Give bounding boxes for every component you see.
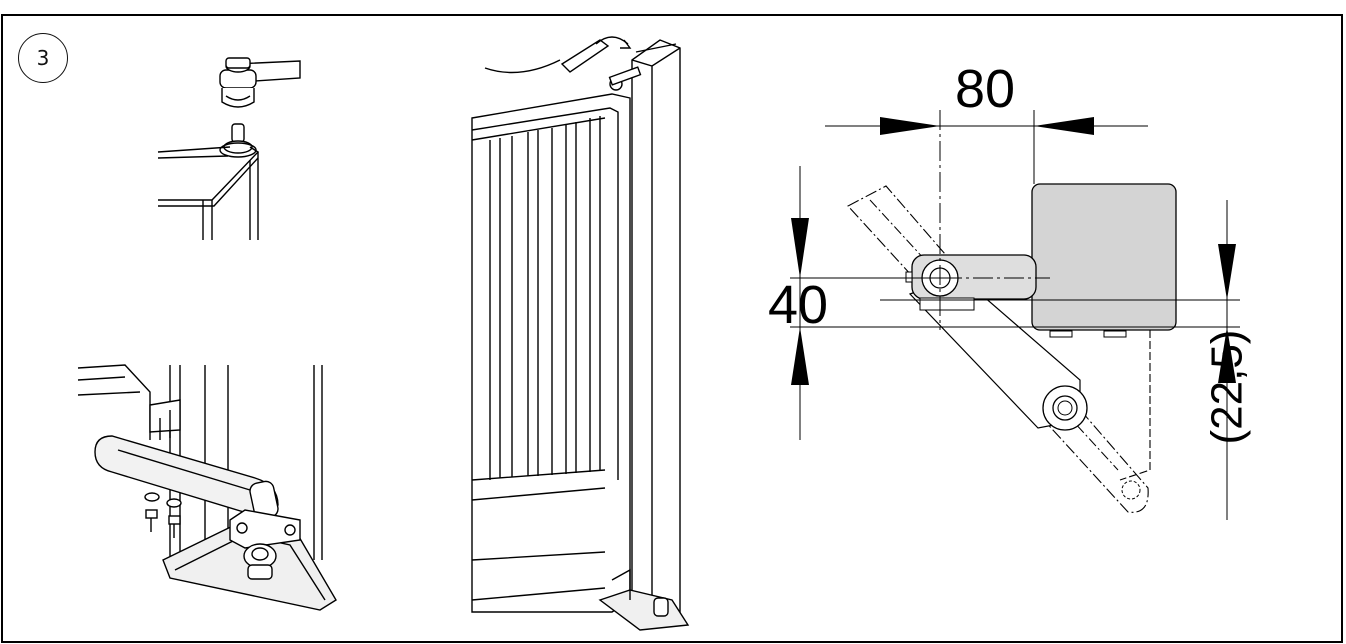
dimension-width-label: 80 — [955, 59, 1016, 119]
dimension-height-label: 40 — [768, 275, 829, 335]
bolt-icon — [145, 509, 158, 519]
dimension-offset-label: (22,5) — [1202, 329, 1252, 445]
hinge-cap-detail — [157, 57, 301, 240]
washer-icon — [144, 492, 160, 502]
washer-icon — [166, 498, 182, 508]
diagram-border — [1, 14, 1343, 643]
motor-box — [1031, 183, 1177, 331]
bolt-icon — [168, 515, 181, 525]
base-bracket-detail — [77, 364, 337, 611]
dimension-drawing — [790, 110, 1240, 520]
step-number-badge: 3 — [18, 33, 68, 83]
gate-assembly — [471, 36, 690, 631]
